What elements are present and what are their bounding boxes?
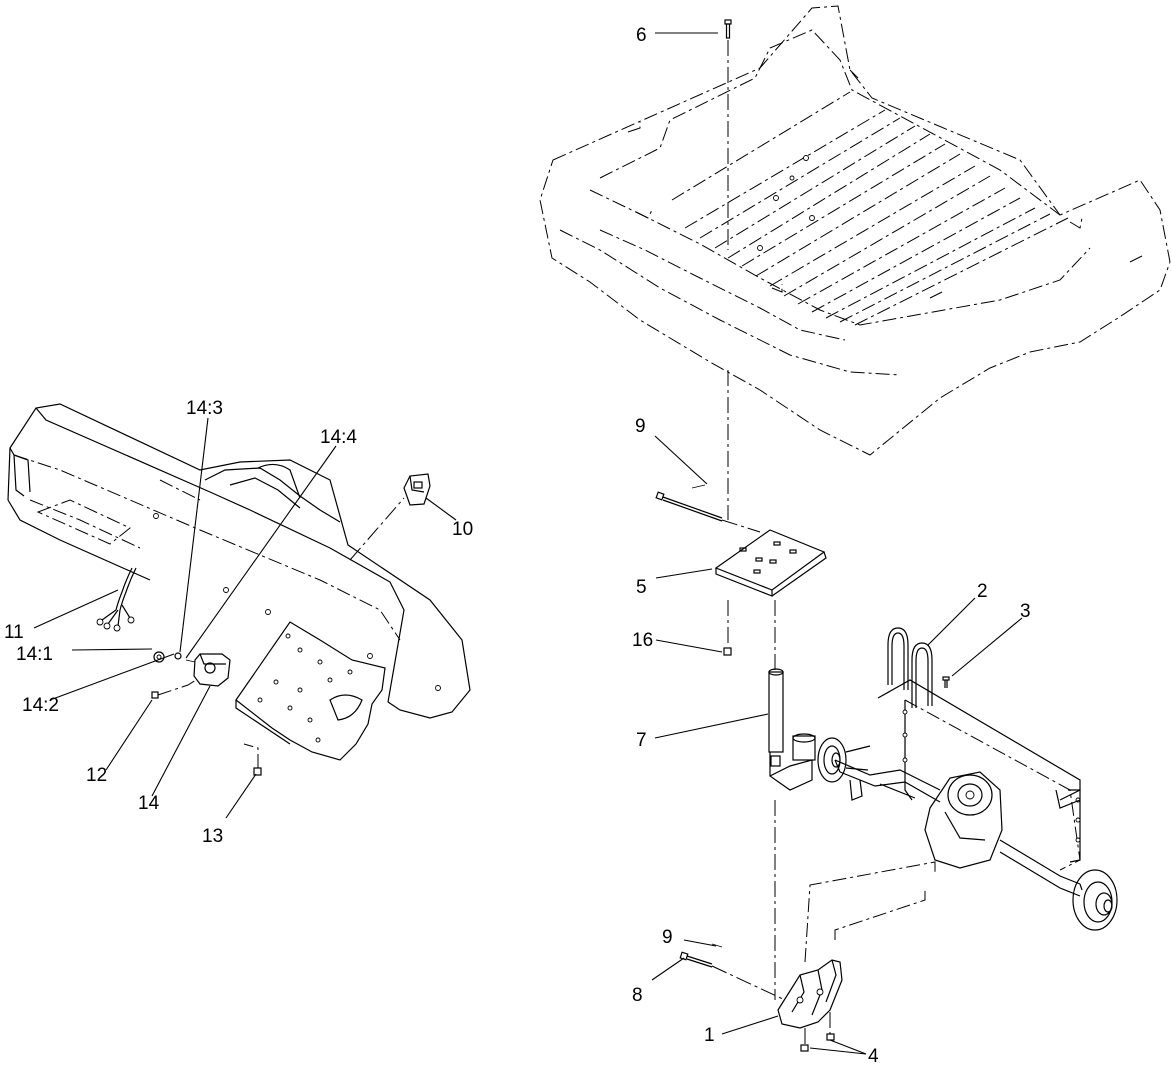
callout-1: 1 (704, 1025, 715, 1046)
callout-10: 10 (452, 519, 473, 540)
u-bolts-2 (887, 627, 933, 708)
bracket-1 (777, 959, 843, 1029)
mount-plate-5 (714, 529, 827, 597)
axle-assembly (817, 679, 1118, 931)
centerline-pin-8 (711, 965, 786, 1001)
clevis-pin-8 (679, 951, 713, 968)
callout-14-2: 14:2 (22, 695, 59, 716)
clevis-pin-9 (655, 491, 723, 522)
leader-lines (33, 32, 1023, 1055)
callout-14-3: 14:3 (186, 398, 223, 419)
callout-labels: 6 9 5 16 2 3 7 9 8 1 4 14:3 14:4 10 11 1… (4, 25, 1031, 1067)
wire-harness-11 (96, 567, 137, 632)
callout-6: 6 (636, 25, 647, 46)
left-mount-plate (235, 621, 386, 761)
bolt-6 (724, 19, 732, 39)
lift-cylinder-7 (768, 668, 816, 791)
phantom-frame-guide (804, 861, 936, 963)
cargo-bed-phantom (539, 5, 1171, 456)
screw-12 (151, 691, 159, 699)
callout-14: 14 (138, 793, 160, 814)
washer-14-1 (153, 651, 165, 663)
callout-14-1: 14:1 (16, 644, 53, 665)
callout-5: 5 (636, 577, 647, 598)
callout-4: 4 (868, 1046, 879, 1067)
centerline-nut-13 (243, 743, 259, 768)
callout-13: 13 (202, 826, 223, 847)
hairpin-clip-9-lower (711, 943, 723, 948)
callout-9-lower: 9 (662, 927, 673, 948)
centerline-screw-12 (157, 679, 197, 696)
nut-13 (253, 767, 262, 776)
centerline-switch (349, 497, 405, 561)
callout-14-4: 14:4 (320, 427, 357, 448)
key-switch-14 (185, 653, 231, 687)
callout-16: 16 (632, 630, 653, 651)
callout-7: 7 (636, 730, 647, 751)
callout-3: 3 (1020, 601, 1031, 622)
centerline-pin-9 (721, 519, 761, 533)
washer-14-1-hole (156, 654, 162, 660)
dash-panel (7, 403, 471, 719)
nut-16 (723, 647, 732, 656)
callout-8: 8 (632, 985, 643, 1006)
callout-9-upper: 9 (635, 416, 646, 437)
bed-holes (757, 155, 815, 251)
phantom-frame-guide-2 (834, 890, 926, 940)
callout-12: 12 (86, 765, 107, 786)
callout-2: 2 (977, 581, 988, 602)
callout-11: 11 (4, 622, 24, 643)
hairpin-clip-9 (691, 484, 706, 489)
bolt-3 (942, 676, 950, 688)
rocker-switch-10 (403, 473, 431, 506)
nut-14-2 (174, 652, 182, 660)
